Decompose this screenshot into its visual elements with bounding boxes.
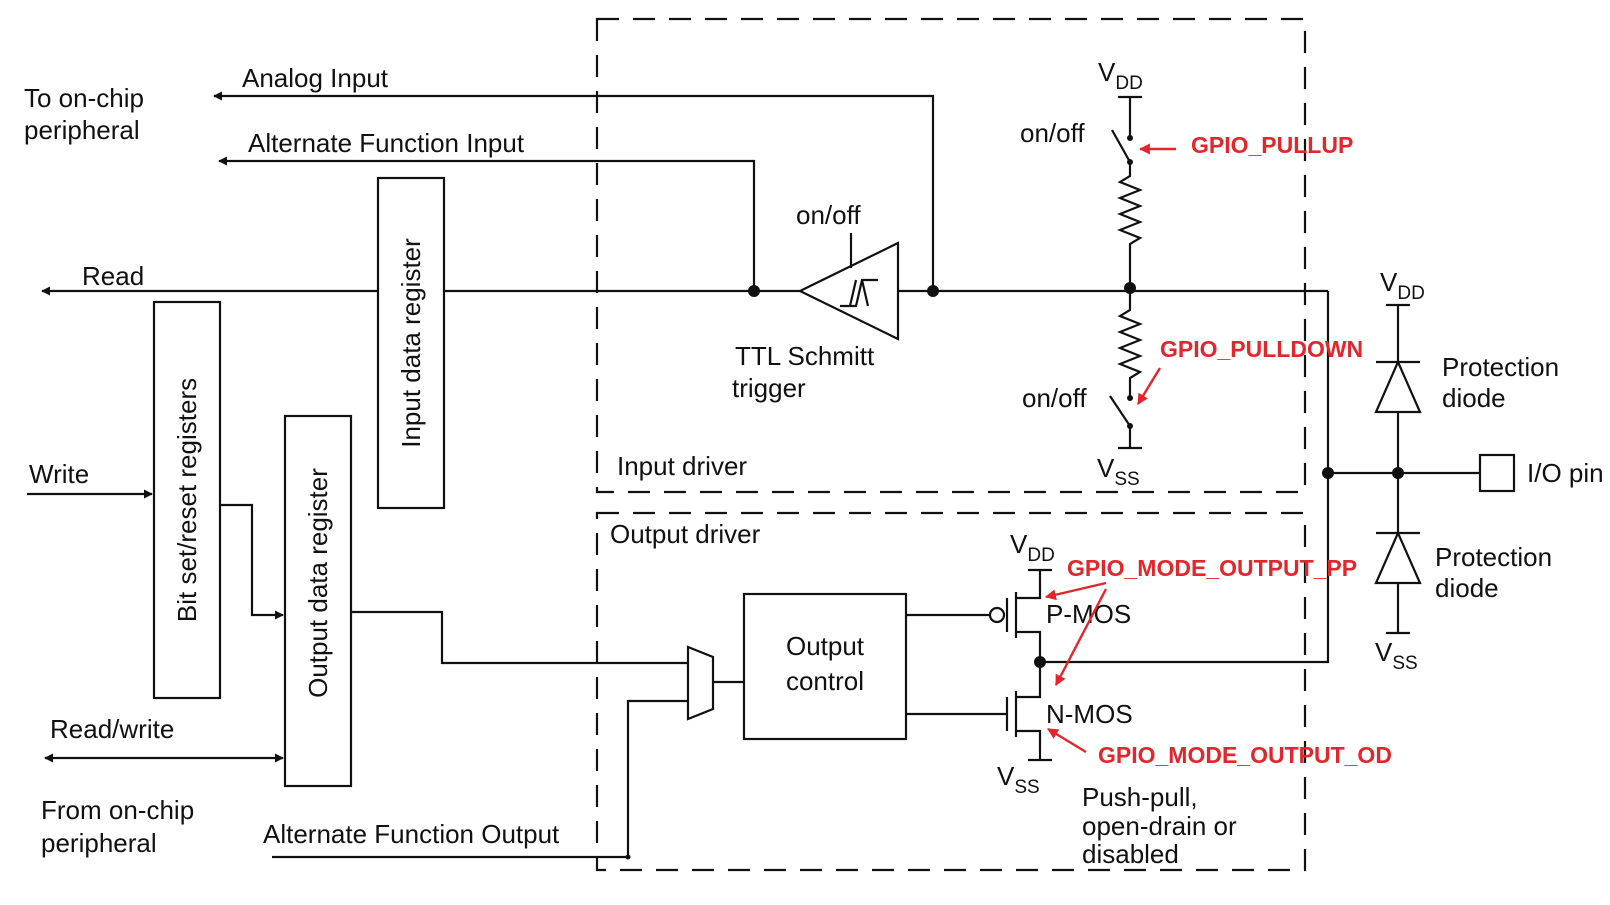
alt-func-output-wire (272, 699, 688, 859)
io-pin-label: I/O pin (1527, 458, 1604, 488)
pullup-onoff-label: on/off (1020, 118, 1085, 148)
read-write-label: Read/write (50, 714, 174, 744)
protection-lower-label-1: Protection (1435, 542, 1552, 572)
schmitt-onoff-label: on/off (796, 200, 861, 230)
pulldown-switch (1109, 395, 1131, 427)
output-control-label-1: Output (786, 631, 865, 661)
input-driver-label: Input driver (617, 451, 747, 481)
gpio-output-od-arrow (1047, 727, 1087, 754)
gpio-pullup-annotation: GPIO_PULLUP (1191, 132, 1353, 158)
nmos-label: N-MOS (1046, 699, 1133, 729)
junction-analog (927, 285, 939, 297)
from-on-chip-label-2: peripheral (41, 828, 157, 858)
mode-label-1: Push-pull, (1082, 782, 1198, 812)
output-data-register-label: Output data register (303, 468, 333, 698)
write-label: Write (29, 459, 89, 489)
upper-diode (1374, 359, 1422, 414)
gpio-pulldown-arrow (1136, 367, 1162, 405)
analog-input-wire (213, 91, 935, 291)
output-driver-label: Output driver (610, 519, 761, 549)
bit-set-reset-registers-box (152, 300, 222, 700)
gpio-output-od-annotation: GPIO_MODE_OUTPUT_OD (1098, 742, 1392, 768)
protection-upper-label-1: Protection (1442, 352, 1559, 382)
input-data-register-label: Input data register (396, 238, 426, 448)
junction-pin-left (1322, 467, 1334, 479)
pmos-bubble (988, 606, 1006, 624)
from-on-chip-label-1: From on-chip (41, 795, 194, 825)
output-node-to-pin-wire (1040, 291, 1330, 664)
io-pin-box (1478, 453, 1516, 493)
analog-input-label: Analog Input (242, 63, 389, 93)
pulldown-resistor (1117, 288, 1143, 396)
pulldown-switch-contact-top (1127, 395, 1133, 401)
input-data-register-box (376, 176, 446, 510)
gpio-output-pp-annotation: GPIO_MODE_OUTPUT_PP (1067, 555, 1357, 581)
output-control-label-2: control (786, 666, 864, 696)
vdd-pullup-label: VDD (1098, 57, 1143, 94)
pullup-switch (1111, 129, 1131, 163)
nmos-source (1016, 729, 1042, 760)
to-on-chip-label-2: peripheral (24, 115, 140, 145)
protection-lower-label-2: diode (1435, 573, 1499, 603)
read-label: Read (82, 261, 144, 291)
mode-label-3: disabled (1082, 839, 1179, 869)
mode-label-2: open-drain or (1082, 811, 1237, 841)
pmos-drain (1016, 630, 1042, 662)
schmitt-label-1: TTL Schmitt (735, 341, 875, 371)
vss-pulldown-label: VSS (1097, 453, 1140, 490)
input-driver-region (595, 17, 1307, 494)
odr-to-mux-wire (351, 610, 688, 665)
schmitt-label-2: trigger (732, 373, 806, 403)
hysteresis-icon (840, 278, 878, 308)
alt-func-input-label: Alternate Function Input (248, 128, 525, 158)
pmos-source (1016, 570, 1042, 600)
schmitt-trigger (797, 241, 900, 341)
vss-diode-label: VSS (1375, 637, 1418, 674)
gpio-output-pp-arrow-1 (1044, 581, 1107, 601)
lower-diode (1374, 530, 1422, 585)
output-control-box (742, 592, 908, 741)
nmos-drain (1016, 662, 1042, 699)
alt-func-output-dot (625, 854, 631, 860)
alt-func-output-label: Alternate Function Output (263, 819, 560, 849)
bit-set-reset-registers-label: Bit set/reset registers (172, 378, 202, 622)
junction-alt-input (748, 285, 760, 297)
gpio-output-pp-arrow-2 (1054, 588, 1108, 686)
gpio-pulldown-annotation: GPIO_PULLDOWN (1160, 336, 1363, 362)
vss-nmos-label: VSS (997, 761, 1040, 798)
alt-func-input-wire (218, 156, 756, 291)
to-on-chip-label-1: To on-chip (24, 83, 144, 113)
output-data-register-box (283, 414, 353, 788)
output-mux (686, 645, 715, 721)
pulldown-onoff-label: on/off (1022, 383, 1087, 413)
bsr-to-odr-wire (220, 503, 284, 620)
protection-upper-label-2: diode (1442, 383, 1506, 413)
vdd-diode-label: VDD (1380, 267, 1425, 304)
pullup-resistor (1117, 162, 1143, 288)
vdd-pmos-label: VDD (1010, 529, 1055, 566)
pullup-switch-contact-top (1127, 135, 1133, 141)
output-driver-region (595, 511, 1307, 872)
